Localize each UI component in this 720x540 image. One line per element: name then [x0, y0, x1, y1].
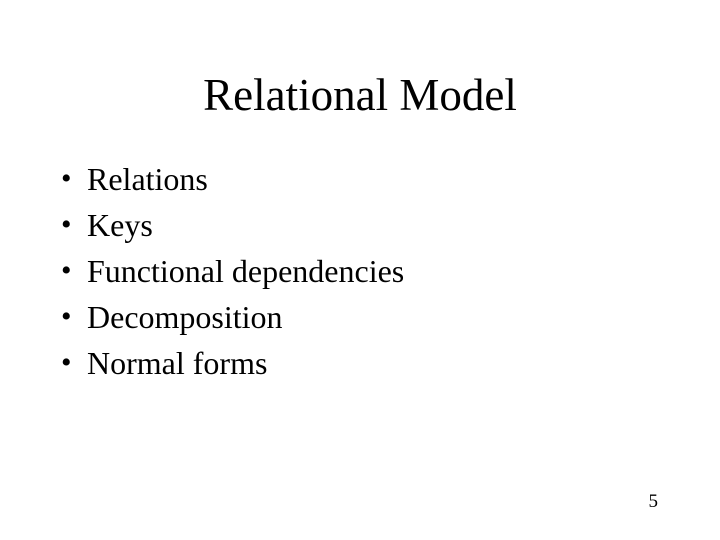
bullet-icon: •	[61, 254, 72, 287]
bullet-text: Keys	[87, 207, 153, 243]
list-item: • Relations	[0, 156, 660, 202]
list-item: • Keys	[0, 202, 660, 248]
page-number: 5	[648, 491, 659, 512]
bullet-icon: •	[61, 208, 72, 241]
bullet-text: Functional dependencies	[87, 253, 405, 289]
list-item: • Decomposition	[0, 294, 660, 340]
bullet-icon: •	[61, 346, 72, 379]
bullet-text: Decomposition	[87, 299, 283, 335]
bullet-icon: •	[61, 162, 72, 195]
bullet-list: • Relations • Keys • Functional dependen…	[0, 156, 660, 386]
slide-title: Relational Model	[203, 70, 517, 120]
list-item: • Functional dependencies	[0, 248, 660, 294]
bullet-icon: •	[61, 300, 72, 333]
list-item: • Normal forms	[0, 340, 660, 386]
bullet-text: Normal forms	[87, 345, 268, 381]
bullet-text: Relations	[87, 161, 208, 197]
